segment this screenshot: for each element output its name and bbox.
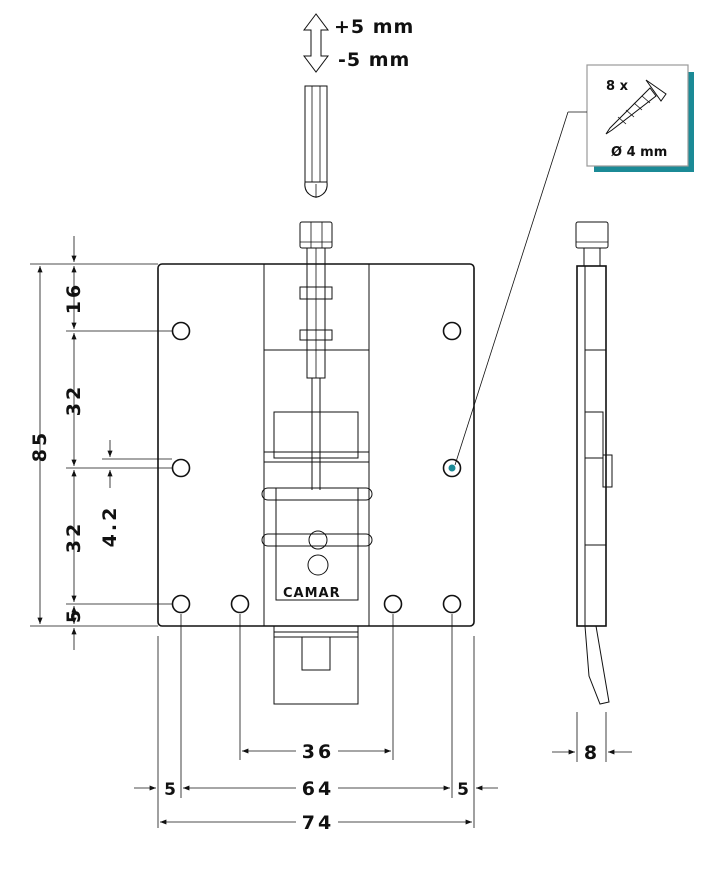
horizontal-dimensions: 36 5 64 5 74 8 [134,614,632,834]
dim-slot-height: 4.2 [99,505,121,548]
side-adjuster-head [575,221,609,249]
dim-inner-width: 36 [302,741,334,763]
dim-left-margin: 5 [164,780,176,800]
screw-count-label: 8 x [606,79,629,94]
rod-nut-lower [299,329,333,341]
adjustment-arrow-icon [303,13,329,73]
vertical-dimensions: 85 16 32 32 5 4.2 [29,236,172,650]
dim-bottom-offset: 5 [63,607,85,623]
slider-block [273,411,359,459]
dim-top-offset: 16 [63,282,85,314]
mount-hole-top-left [171,321,191,341]
rod-nut-upper [299,286,333,300]
dim-total-width: 74 [302,812,334,834]
dim-right-margin: 5 [457,780,469,800]
mount-hole-mid-right [442,458,462,478]
hook-lip [273,631,359,638]
carriage-body [275,487,359,601]
adjustment-plus-label: +5 mm [334,16,414,38]
mount-hole-bottom-right [442,594,462,614]
front-view: CAMAR [157,221,475,705]
mount-hole-top-right [442,321,462,341]
hook-slot [301,637,331,671]
side-plate [576,265,607,627]
dim-height-total: 85 [29,430,51,462]
screw-icon [605,79,667,135]
side-hook [584,625,610,705]
adjustment-minus-label: -5 mm [338,49,410,71]
carriage-screw [308,530,328,550]
mount-hole-bottom-inner-right [383,594,403,614]
carriage-screw-lower [307,554,329,576]
mount-hole-mid-left [171,458,191,478]
hook-plate [273,625,359,705]
mount-hole-bottom-left [171,594,191,614]
dim-lower-spacing: 32 [63,521,85,553]
highlight-hole-marker [448,464,456,472]
leader-line-diagonal [454,111,569,466]
carriage-bar-upper [261,487,373,501]
adjuster-head [299,221,333,249]
brand-label: CAMAR [283,586,341,601]
side-view [575,221,613,705]
screw-info-box: 8 x Ø 4 mm [586,64,694,172]
screwdriver-icon [304,85,328,198]
screw-diameter-label: Ø 4 mm [611,145,667,160]
dim-hole-spacing-width: 64 [302,778,334,800]
dim-depth: 8 [584,742,600,764]
side-knob [602,454,613,488]
dim-upper-spacing: 32 [63,384,85,416]
carriage-bar-lower [261,533,373,547]
mount-hole-bottom-inner-left [230,594,250,614]
